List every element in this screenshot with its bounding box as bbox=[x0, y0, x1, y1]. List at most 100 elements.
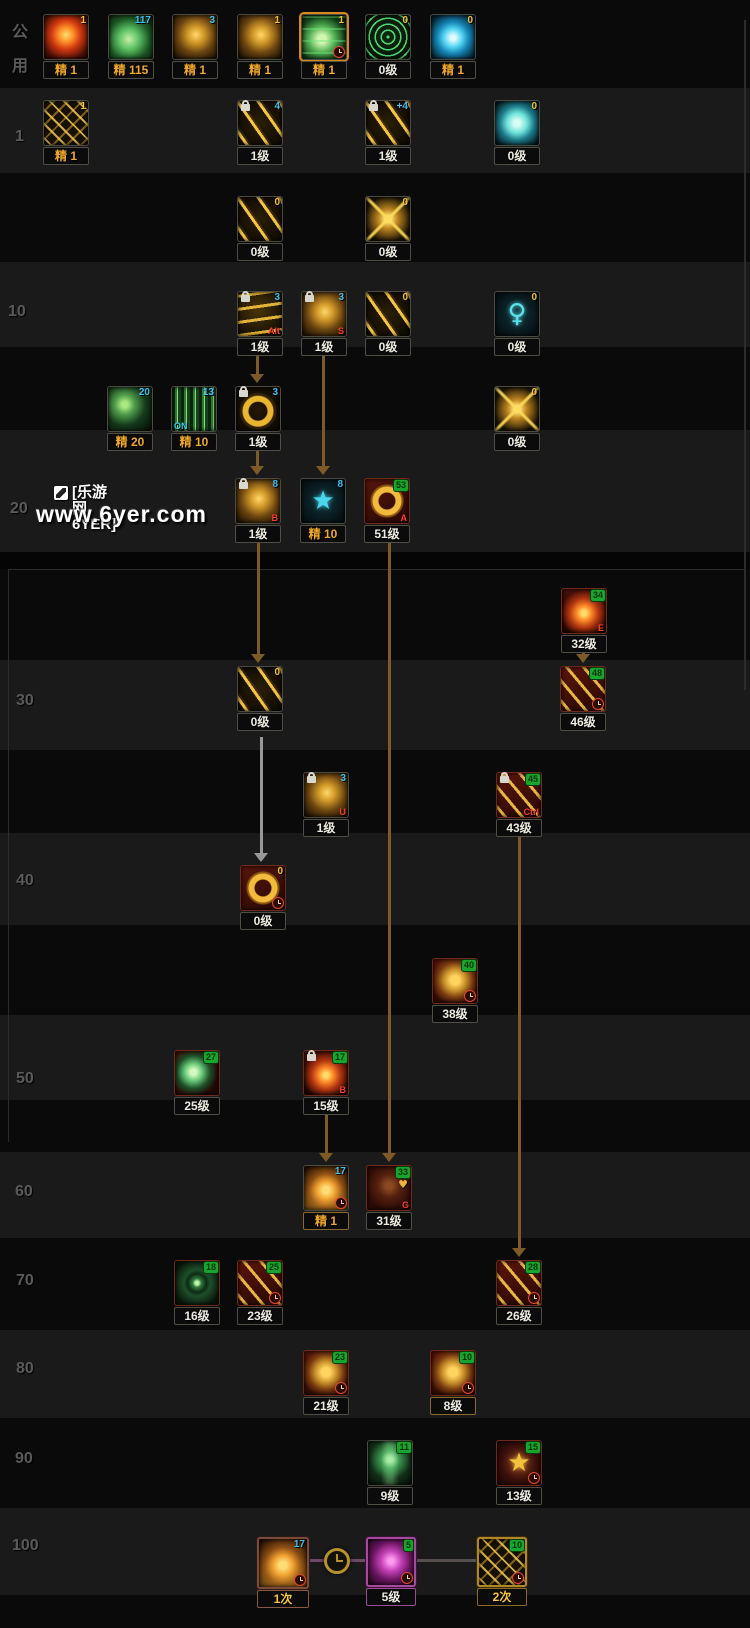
6yer-logo-icon bbox=[54, 486, 68, 500]
shortcut-key-label: A bbox=[400, 513, 408, 523]
skill-level-label: 46级 bbox=[560, 713, 606, 731]
skill-level-badge: 25 bbox=[266, 1262, 281, 1273]
skill-icon[interactable]: 1 bbox=[43, 14, 89, 60]
skill-icon[interactable]: 28 bbox=[496, 1260, 542, 1306]
skill-level-badge: 8 bbox=[272, 479, 278, 490]
skill-level-label: 精 1 bbox=[430, 61, 476, 79]
skill-level-badge: 17 bbox=[293, 1539, 305, 1550]
skill-level-label: 精 115 bbox=[108, 61, 154, 79]
skill-icon[interactable]: 48 bbox=[560, 666, 606, 712]
skill-level-badge: 0 bbox=[402, 197, 408, 208]
row-level-label: 50 bbox=[16, 1070, 34, 1087]
prerequisite-arrow-line bbox=[260, 737, 263, 854]
skill-icon[interactable]: 10 bbox=[477, 1537, 527, 1587]
skill-level-badge: 4 bbox=[274, 101, 280, 112]
skill-level-badge: 34 bbox=[590, 590, 605, 601]
prerequisite-arrow-line bbox=[388, 528, 391, 1154]
skill-icon[interactable]: 3 bbox=[172, 14, 218, 60]
row-level-label: 40 bbox=[16, 872, 34, 889]
skill-level-badge: 0 bbox=[274, 197, 280, 208]
skill-level-badge: 33 bbox=[395, 1167, 410, 1178]
skill-level-label: 15级 bbox=[303, 1097, 349, 1115]
skill-icon[interactable]: 3 bbox=[235, 386, 281, 432]
skill-level-label: 25级 bbox=[174, 1097, 220, 1115]
skill-level-label: 精 1 bbox=[43, 147, 89, 165]
shortcut-key-label: S bbox=[337, 326, 344, 336]
skill-icon[interactable]: +4 bbox=[365, 100, 411, 146]
skill-icon[interactable]: 10 bbox=[430, 1350, 476, 1396]
skill-level-badge: 0 bbox=[277, 866, 283, 877]
skill-icon[interactable]: 20 bbox=[107, 386, 153, 432]
skill-icon[interactable]: 0 bbox=[365, 291, 411, 337]
skill-level-label: 51级 bbox=[364, 525, 410, 543]
skill-icon[interactable]: 0 bbox=[430, 14, 476, 60]
skill-icon[interactable]: 5 bbox=[366, 1537, 416, 1587]
row-band bbox=[0, 750, 750, 833]
skill-icon[interactable]: 1 bbox=[301, 14, 347, 60]
skill-icon[interactable]: 1 bbox=[43, 100, 89, 146]
skill-icon[interactable]: 1 bbox=[237, 14, 283, 60]
skill-icon[interactable]: 40 bbox=[432, 958, 478, 1004]
lock-icon bbox=[307, 772, 316, 783]
skill-icon[interactable]: 0 bbox=[494, 386, 540, 432]
skill-icon[interactable]: 23 bbox=[303, 1350, 349, 1396]
skill-icon[interactable]: 0 bbox=[365, 196, 411, 242]
skill-icon[interactable]: ★15 bbox=[496, 1440, 542, 1486]
skill-level-badge: 1 bbox=[338, 15, 344, 26]
skill-icon[interactable]: 25 bbox=[237, 1260, 283, 1306]
skill-level-label: 16级 bbox=[174, 1307, 220, 1325]
shortcut-key-label: Ctrl bbox=[523, 807, 540, 817]
row-level-label: 公 bbox=[12, 24, 29, 41]
skill-icon[interactable]: 11 bbox=[367, 1440, 413, 1486]
skill-level-badge: 10 bbox=[509, 1540, 524, 1551]
cooldown-clock-icon bbox=[333, 46, 345, 58]
skill-icon[interactable]: 17 bbox=[257, 1537, 309, 1589]
skill-level-badge: 0 bbox=[274, 667, 280, 678]
skill-icon[interactable]: 18 bbox=[174, 1260, 220, 1306]
row-level-label: 70 bbox=[16, 1272, 34, 1289]
skill-level-badge: 23 bbox=[332, 1352, 347, 1363]
skill-icon[interactable]: 17 bbox=[303, 1165, 349, 1211]
lock-icon bbox=[239, 478, 248, 489]
skill-level-badge: 27 bbox=[203, 1052, 218, 1063]
skill-icon[interactable]: ★8 bbox=[300, 478, 346, 524]
skill-icon[interactable]: 0 bbox=[240, 865, 286, 911]
skill-level-badge: 45 bbox=[525, 774, 540, 785]
skill-level-badge: 0 bbox=[402, 292, 408, 303]
skill-icon[interactable]: ♀0 bbox=[494, 291, 540, 337]
skill-icon[interactable]: 0 bbox=[237, 666, 283, 712]
skill-level-label: 1级 bbox=[235, 525, 281, 543]
lock-icon bbox=[305, 291, 314, 302]
skill-icon[interactable]: 0 bbox=[237, 196, 283, 242]
skill-icon[interactable]: 4 bbox=[237, 100, 283, 146]
row-band bbox=[0, 1238, 750, 1330]
skill-icon[interactable]: 0 bbox=[365, 14, 411, 60]
skill-level-label: 1级 bbox=[235, 433, 281, 451]
skill-level-badge: 1 bbox=[80, 101, 86, 112]
skill-icon[interactable]: 27 bbox=[174, 1050, 220, 1096]
skill-level-label: 1级 bbox=[301, 338, 347, 356]
skill-icon[interactable]: 0 bbox=[494, 100, 540, 146]
skill-icon[interactable]: 117 bbox=[108, 14, 154, 60]
prerequisite-arrow-head bbox=[254, 853, 268, 862]
skill-level-label: 精 1 bbox=[303, 1212, 349, 1230]
skill-level-label: 0级 bbox=[494, 338, 540, 356]
skill-level-label: 8级 bbox=[430, 1397, 476, 1415]
